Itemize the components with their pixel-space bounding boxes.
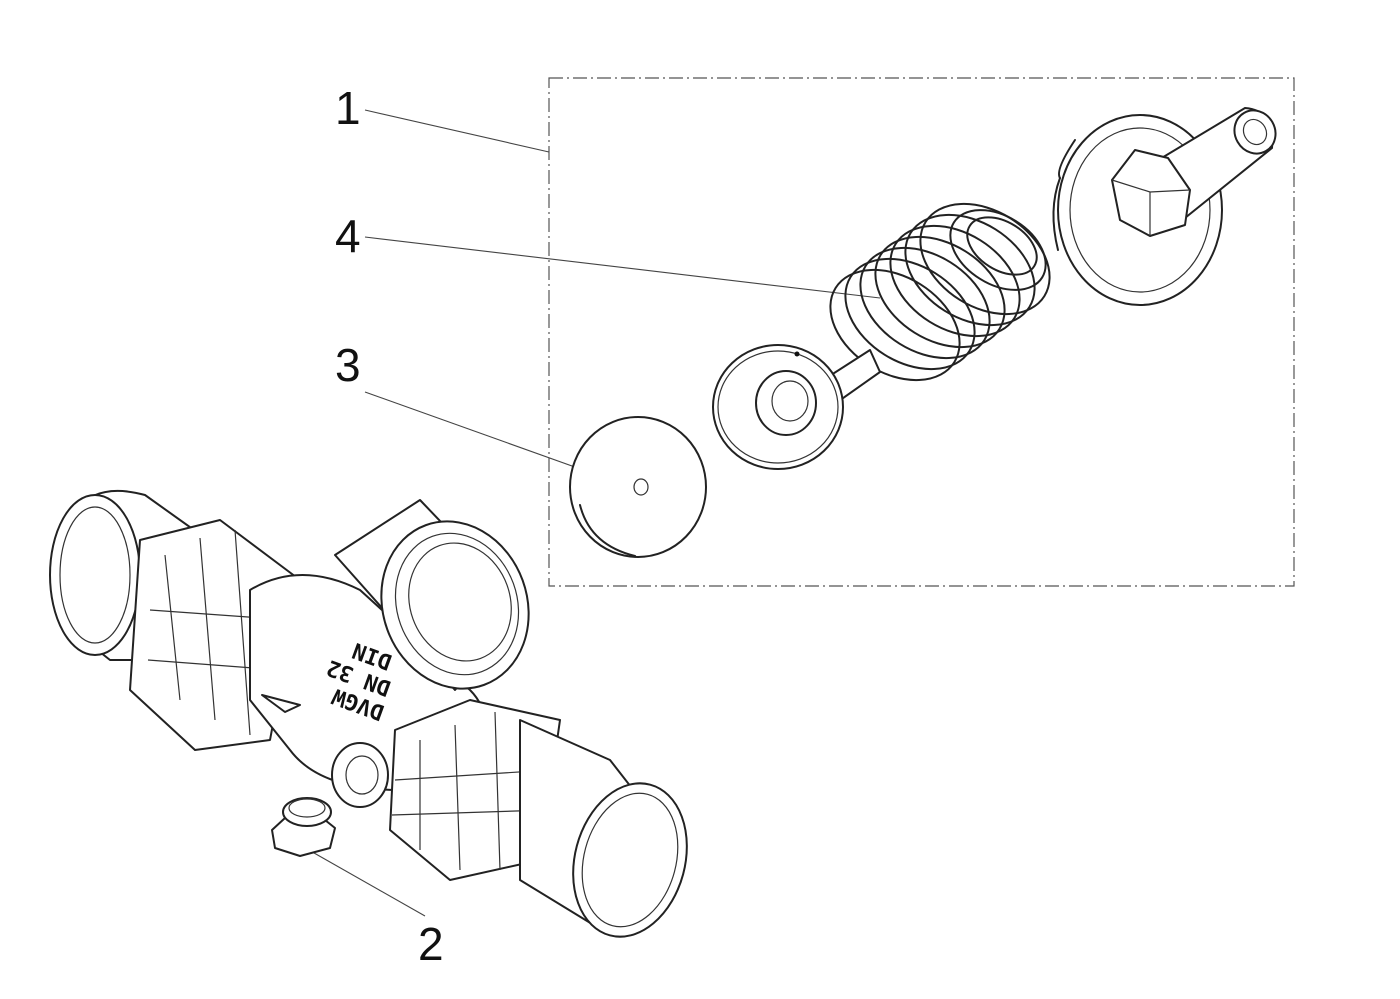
valve-body: DVGW DN 32 DIN (49, 489, 688, 938)
disc-marking-dot (794, 351, 800, 357)
callout-1: 1 (335, 82, 361, 134)
callout-4: 4 (335, 210, 361, 262)
leader-3 (364, 391, 601, 477)
leader-lines (299, 109, 881, 917)
seal-disc (569, 416, 707, 558)
leader-1 (364, 109, 550, 153)
assembly-frame (548, 77, 1295, 587)
plug (271, 797, 336, 857)
bonnet-assembly (1052, 107, 1277, 306)
callout-3: 3 (335, 339, 361, 391)
spring (829, 202, 1051, 382)
leader-2 (299, 844, 426, 917)
callout-2: 2 (418, 918, 444, 970)
valve-disc (712, 344, 881, 470)
leader-4 (364, 236, 881, 299)
flow-arrow-icon (261, 694, 301, 713)
